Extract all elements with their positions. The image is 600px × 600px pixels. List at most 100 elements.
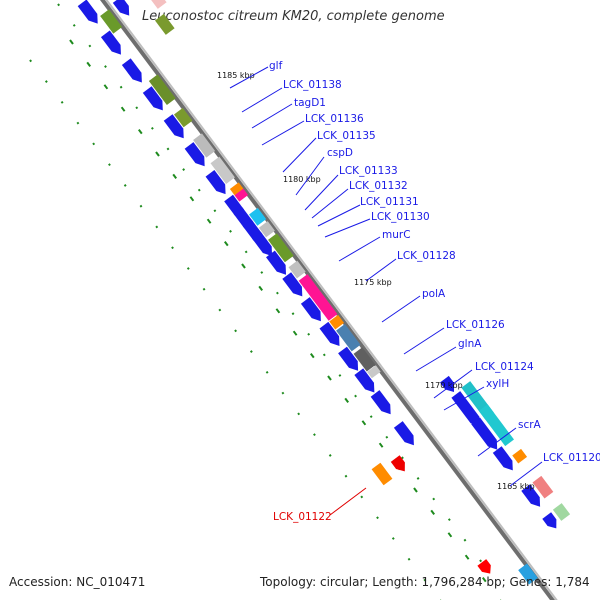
feature-block[interactable]: [229, 182, 244, 196]
gene-label-lck01122[interactable]: LCK_01122: [273, 511, 332, 523]
feature-block[interactable]: [234, 188, 249, 202]
cds-arrow[interactable]: [338, 346, 362, 374]
tick-1170: 1170 kbp: [425, 381, 463, 390]
gc-dot: [265, 370, 269, 374]
summary-text: Topology: circular; Length: 1,796,284 bp…: [260, 575, 590, 589]
cds-arrow[interactable]: [282, 272, 306, 299]
gc-dot: [155, 151, 160, 157]
cds-arrow[interactable]: [121, 58, 146, 85]
feature-block[interactable]: [193, 133, 216, 158]
gc-dot: [60, 100, 64, 104]
gc-dot: [119, 85, 123, 89]
feature-block[interactable]: [155, 13, 175, 35]
cds-arrow[interactable]: [440, 375, 458, 395]
gc-dot: [463, 538, 467, 542]
gene-label-lck01124[interactable]: LCK_01124: [475, 361, 534, 373]
cds-arrow[interactable]: [112, 0, 134, 19]
gc-dot: [385, 435, 389, 439]
genome-backbone: [100, 0, 555, 600]
gc-dot: [327, 375, 332, 381]
gene-label-lck01120[interactable]: LCK_01120: [543, 452, 600, 464]
gene-label-murc[interactable]: murC: [382, 229, 411, 241]
feature-block[interactable]: [367, 365, 381, 379]
feature-block[interactable]: [100, 9, 123, 34]
cds-arrow[interactable]: [451, 391, 484, 430]
tick-1180: 1180 kbp: [283, 175, 321, 184]
gene-label-lck01138[interactable]: LCK_01138: [283, 79, 342, 91]
feature-lck01122[interactable]: [371, 462, 393, 486]
feature-block[interactable]: [552, 503, 571, 521]
cds-arrow[interactable]: [492, 446, 517, 473]
cds-arrow[interactable]: [471, 417, 501, 453]
cds-arrow[interactable]: [252, 231, 276, 259]
cds-arrow-red[interactable]: [477, 559, 494, 577]
cds-arrow[interactable]: [521, 484, 544, 510]
gc-dot: [338, 374, 342, 377]
gene-label-cspd[interactable]: cspD: [327, 147, 353, 159]
gene-label-lck01131[interactable]: LCK_01131: [360, 196, 419, 208]
gc-dot: [307, 332, 311, 336]
gene-label-lck01130[interactable]: LCK_01130: [371, 211, 430, 223]
feature-block[interactable]: [298, 274, 338, 321]
feature-block[interactable]: [329, 314, 345, 330]
gene-label-xylh[interactable]: xylH: [486, 378, 509, 390]
gc-dot: [258, 285, 264, 291]
gene-label-lck01126[interactable]: LCK_01126: [446, 319, 505, 331]
gc-dot: [297, 412, 301, 416]
cds-arrow[interactable]: [542, 512, 560, 531]
cds-arrow[interactable]: [184, 142, 209, 169]
feature-block[interactable]: [173, 107, 193, 128]
accession-text: Accession: NC_010471: [9, 575, 146, 589]
cds-arrow[interactable]: [163, 114, 188, 141]
gene-label-lck01135[interactable]: LCK_01135: [317, 130, 376, 142]
gene-label-tagd1[interactable]: tagD1: [294, 97, 326, 109]
gc-dot: [391, 537, 395, 540]
feature-block[interactable]: [249, 207, 267, 226]
gc-dot: [197, 188, 201, 192]
gene-label-glf[interactable]: glf: [269, 60, 283, 72]
cds-arrow[interactable]: [393, 421, 418, 448]
gc-dot: [44, 80, 48, 83]
feature-block[interactable]: [512, 448, 528, 464]
feature-block[interactable]: [518, 563, 538, 585]
feature-block[interactable]: [149, 0, 167, 9]
gc-dot: [354, 394, 357, 398]
feature-block[interactable]: [532, 475, 554, 499]
feature-block[interactable]: [268, 233, 294, 263]
gene-label-lck01136[interactable]: LCK_01136: [305, 113, 364, 125]
gene-label-scra[interactable]: scrA: [518, 419, 542, 431]
cds-arrow[interactable]: [100, 30, 125, 58]
feature-block[interactable]: [288, 260, 306, 279]
cds-arrow[interactable]: [319, 321, 344, 349]
gc-dot: [361, 420, 367, 426]
gene-label-lck01133[interactable]: LCK_01133: [339, 165, 398, 177]
gc-content-dots: [29, 3, 502, 600]
feature-block[interactable]: [336, 324, 361, 352]
feature-block[interactable]: [258, 221, 275, 238]
cds-arrow[interactable]: [266, 250, 290, 278]
gc-dot: [479, 559, 483, 563]
gc-dot: [413, 487, 418, 493]
gc-dot: [150, 126, 154, 130]
cds-arrow[interactable]: [300, 297, 325, 324]
gc-dot: [360, 495, 364, 499]
cds-arrow[interactable]: [77, 0, 102, 27]
cds-arrow[interactable]: [354, 368, 378, 395]
feature-block[interactable]: [210, 156, 235, 185]
cds-arrow[interactable]: [142, 86, 167, 113]
gc-dot: [447, 532, 453, 538]
cds-arrow-red[interactable]: [390, 455, 409, 474]
gene-label-lck01128[interactable]: LCK_01128: [397, 250, 456, 262]
gc-dot: [423, 578, 427, 582]
gc-dot: [260, 271, 264, 274]
cds-arrow[interactable]: [205, 169, 230, 197]
cds-arrow[interactable]: [370, 390, 395, 417]
gene-label-lck01132[interactable]: LCK_01132: [349, 180, 408, 192]
gc-dot: [309, 353, 315, 359]
feature-block[interactable]: [353, 347, 376, 372]
gene-label-pola[interactable]: polA: [422, 288, 446, 300]
feature-block[interactable]: [148, 74, 176, 105]
gc-dot: [378, 442, 384, 448]
gene-label-glna[interactable]: glnA: [458, 338, 482, 350]
